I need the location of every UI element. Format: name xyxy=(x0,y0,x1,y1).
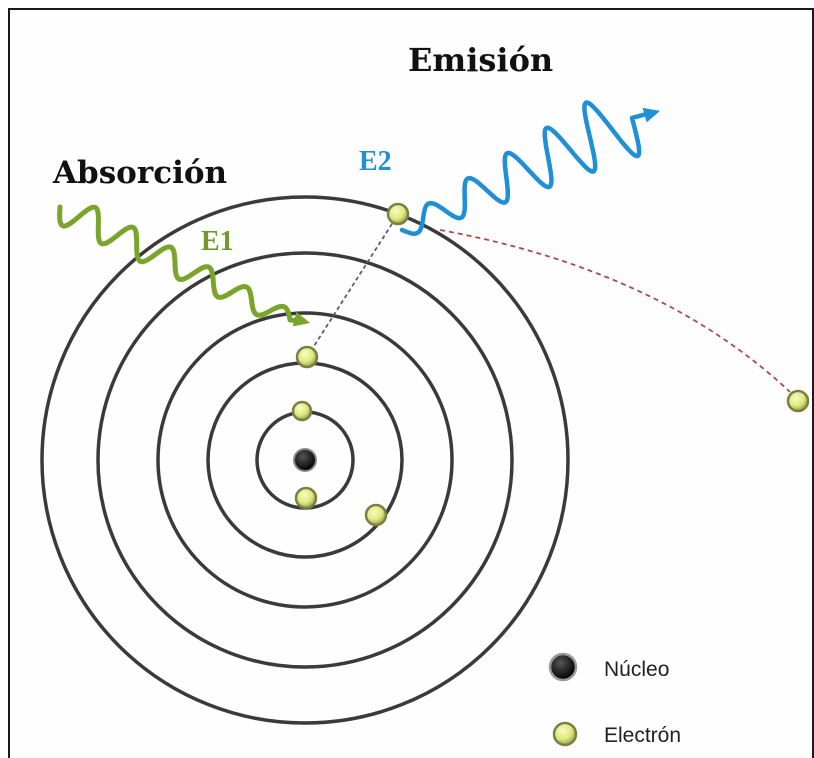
emission-label: Emisión xyxy=(408,41,553,79)
electron xyxy=(386,202,410,226)
orbit-5 xyxy=(40,195,570,725)
electron xyxy=(786,389,810,413)
legend-electron-icon xyxy=(552,721,578,747)
electron xyxy=(295,345,319,369)
legend-nucleus-label: Núcleo xyxy=(604,658,669,681)
nucleus xyxy=(293,448,317,472)
electron xyxy=(364,503,388,527)
legend-nucleus-icon xyxy=(548,652,578,682)
electrons xyxy=(291,202,810,527)
absorption-label: Absorción xyxy=(52,155,227,191)
electron xyxy=(294,486,318,510)
emission-wave xyxy=(399,100,661,236)
e1-label: E1 xyxy=(201,226,234,257)
electron xyxy=(291,400,313,422)
orbit-4 xyxy=(96,251,514,669)
legend-electron-label: Electrón xyxy=(604,724,681,747)
ejected-electron-trajectory xyxy=(439,229,791,393)
emission-arrowhead xyxy=(642,107,661,123)
absorption-wave xyxy=(57,204,311,327)
absorption-arrowhead xyxy=(292,311,311,327)
orbit-3 xyxy=(156,311,454,609)
diagram-frame xyxy=(8,8,814,758)
e2-label: E2 xyxy=(359,146,392,177)
legend: Núcleo Electrón xyxy=(548,652,681,747)
